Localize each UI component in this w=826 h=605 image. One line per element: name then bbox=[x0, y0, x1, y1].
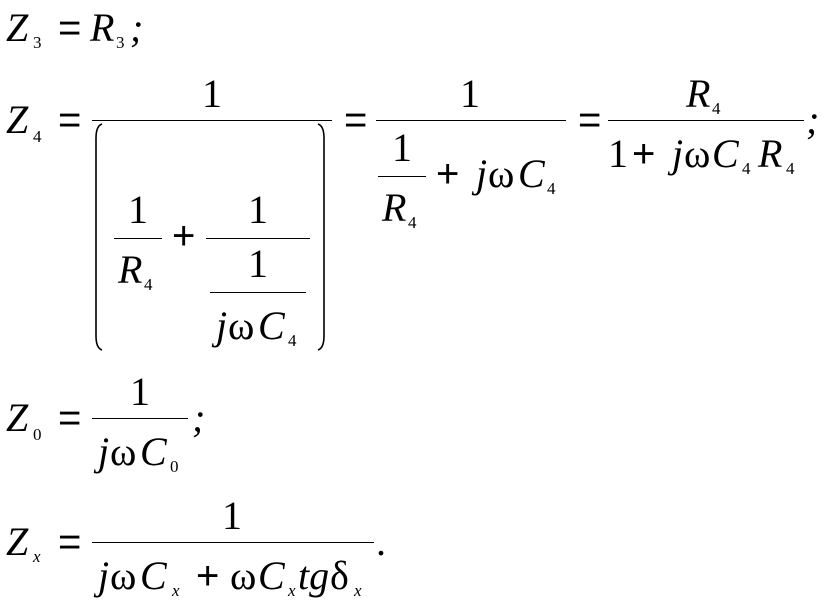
z4-semicolon: ; bbox=[806, 97, 820, 142]
z0-den-c-symbol: C bbox=[140, 429, 167, 474]
z4-frac2-a-bar bbox=[378, 176, 426, 177]
z4-frac3-r-subscript: 4 bbox=[786, 159, 795, 178]
z4-frac3-plus: + bbox=[632, 132, 656, 176]
z4-frac3-c-symbol: C bbox=[712, 131, 739, 176]
z4-frac2-numerator: 1 bbox=[460, 71, 480, 116]
z4-lhs-subscript: 4 bbox=[33, 127, 42, 146]
zx-den-delta-subscript: x bbox=[354, 581, 362, 600]
z0-den-c-subscript: 0 bbox=[170, 457, 179, 476]
z4-frac2-c-symbol: C bbox=[518, 151, 545, 196]
zx-den-c2-symbol: C bbox=[258, 553, 285, 598]
z0-lhs-symbol: Z bbox=[6, 395, 29, 440]
z0-numerator: 1 bbox=[130, 369, 150, 414]
z3-lhs-symbol: Z bbox=[6, 5, 29, 50]
z4-right-paren bbox=[317, 123, 325, 351]
z4-frac2-j: j bbox=[476, 151, 488, 196]
z4-frac1-a-bar bbox=[114, 238, 162, 239]
z4-frac1-numerator: 1 bbox=[202, 71, 222, 116]
z0-equals: = bbox=[58, 396, 82, 440]
zx-den-c2-subscript: x bbox=[288, 581, 296, 600]
z4-frac2-bar bbox=[376, 120, 566, 121]
z4-frac1-b-c-symbol: C bbox=[258, 303, 285, 348]
zx-den-delta: δ bbox=[330, 553, 349, 598]
z4-frac3-den-one: 1 bbox=[608, 131, 628, 176]
z4-equals-3: = bbox=[578, 98, 602, 142]
z4-frac3-bar bbox=[608, 120, 804, 121]
zx-den-omega-2: ω bbox=[230, 553, 257, 598]
zx-equals: = bbox=[58, 520, 82, 564]
z0-semicolon: ; bbox=[192, 395, 206, 440]
z4-frac2-a-den-symbol: R bbox=[382, 185, 407, 230]
z4-frac1-b-numerator: 1 bbox=[248, 187, 268, 232]
z4-frac2-c-subscript: 4 bbox=[547, 179, 556, 198]
z4-frac3-omega: ω bbox=[684, 131, 711, 176]
z4-frac1-a-numerator: 1 bbox=[128, 187, 148, 232]
z4-frac3-j: j bbox=[672, 131, 684, 176]
zx-lhs-symbol: Z bbox=[6, 519, 29, 564]
z3-equals: = bbox=[58, 6, 82, 50]
z0-lhs-subscript: 0 bbox=[33, 425, 42, 444]
z4-frac3-num-subscript: 4 bbox=[712, 99, 721, 118]
zx-numerator: 1 bbox=[222, 493, 242, 538]
z3-lhs-subscript: 3 bbox=[33, 33, 42, 52]
z4-frac2-a-numerator: 1 bbox=[392, 125, 412, 170]
zx-den-c-subscript: x bbox=[172, 581, 180, 600]
z4-frac3-r-symbol: R bbox=[758, 131, 783, 176]
z4-frac1-b-inner-bar bbox=[210, 292, 306, 293]
z4-frac1-b-c-subscript: 4 bbox=[288, 331, 297, 350]
z4-equals-2: = bbox=[344, 98, 368, 142]
z3-semicolon: ; bbox=[130, 5, 144, 50]
z0-den-j: j bbox=[98, 429, 110, 474]
z0-fraction-bar bbox=[92, 418, 188, 419]
zx-den-c-symbol: C bbox=[140, 553, 167, 598]
z4-frac1-b-j: j bbox=[216, 303, 228, 348]
z4-left-paren bbox=[95, 123, 103, 351]
z3-rhs-symbol: R bbox=[90, 5, 115, 50]
z3-rhs-subscript: 3 bbox=[116, 33, 125, 52]
z4-frac1-a-den-subscript: 4 bbox=[144, 275, 153, 294]
z4-frac3-c-subscript: 4 bbox=[742, 159, 751, 178]
z4-frac3-num-symbol: R bbox=[686, 71, 711, 116]
zx-den-j: j bbox=[98, 553, 110, 598]
z4-frac1-b-inner-numerator: 1 bbox=[248, 241, 268, 286]
z4-equals: = bbox=[58, 98, 82, 142]
z0-den-omega: ω bbox=[110, 429, 137, 474]
z4-frac1-a-den-symbol: R bbox=[118, 247, 143, 292]
zx-den-plus: + bbox=[196, 554, 220, 598]
z4-frac1-plus: + bbox=[172, 214, 196, 258]
z4-frac1-b-omega: ω bbox=[228, 303, 255, 348]
zx-lhs-subscript: x bbox=[33, 547, 41, 566]
zx-den-tg: tg bbox=[298, 553, 330, 598]
z4-frac1-b-bar bbox=[206, 238, 310, 239]
z4-frac1-bar bbox=[92, 120, 332, 121]
z4-frac2-omega: ω bbox=[488, 151, 515, 196]
z4-frac2-plus: + bbox=[436, 152, 460, 196]
zx-period: . bbox=[376, 519, 386, 564]
z4-frac2-a-den-subscript: 4 bbox=[408, 213, 417, 232]
z4-lhs-symbol: Z bbox=[6, 97, 29, 142]
zx-fraction-bar bbox=[92, 542, 374, 543]
zx-den-omega: ω bbox=[110, 553, 137, 598]
